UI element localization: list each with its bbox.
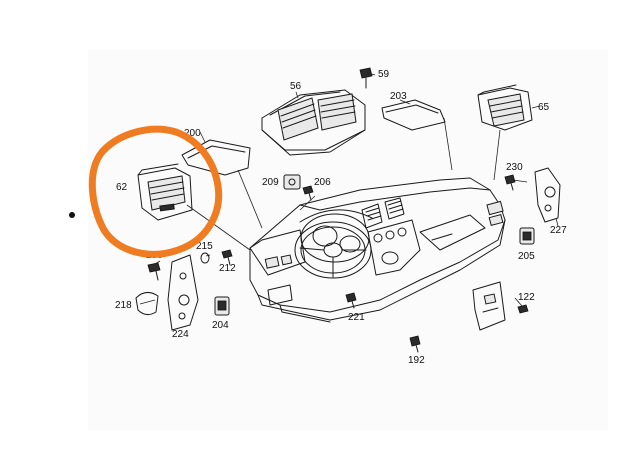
- clip-215: [200, 252, 210, 264]
- label-227: 227: [550, 225, 567, 236]
- part-labels: 56 59 203 65 200 62 209 206 230 227 230 …: [115, 69, 567, 366]
- module-122: [472, 281, 506, 331]
- cap-218: [135, 292, 159, 316]
- switch-205: [519, 227, 535, 245]
- label-215: 215: [196, 241, 213, 252]
- switch-204: [214, 296, 230, 316]
- label-209: 209: [262, 177, 279, 188]
- switch-209: [283, 174, 301, 190]
- screw-122: [517, 304, 529, 314]
- label-62: 62: [116, 182, 128, 193]
- screw-221: [345, 292, 357, 309]
- screw-212: [221, 249, 233, 266]
- leader-lines: [139, 72, 559, 307]
- label-192: 192: [408, 355, 425, 366]
- label-204: 204: [212, 320, 229, 331]
- screw-192: [409, 335, 421, 353]
- label-206: 206: [314, 177, 331, 188]
- cover-200: [181, 139, 251, 176]
- label-218: 218: [115, 300, 132, 311]
- center-vent-assembly: [261, 89, 366, 156]
- label-230-right: 230: [506, 162, 523, 173]
- bullet-dot: [69, 212, 75, 218]
- screw-230-right: [504, 174, 516, 191]
- label-200: 200: [184, 128, 201, 139]
- label-65: 65: [538, 102, 550, 113]
- label-221: 221: [348, 312, 365, 323]
- label-56: 56: [290, 81, 302, 92]
- label-203: 203: [390, 91, 407, 102]
- bracket-224: [167, 254, 199, 331]
- label-122: 122: [518, 292, 535, 303]
- highlight-circle: [88, 125, 223, 258]
- label-205: 205: [518, 251, 535, 262]
- left-vent-62: [137, 163, 193, 221]
- label-224: 224: [172, 329, 189, 340]
- screw-230-left: [147, 262, 161, 281]
- label-59: 59: [378, 69, 390, 80]
- dashboard-assembly: [249, 177, 506, 323]
- label-212: 212: [219, 263, 236, 274]
- right-vent-65: [477, 84, 533, 131]
- screw-206: [302, 185, 314, 201]
- screw-59: [359, 67, 373, 89]
- bracket-227: [534, 167, 561, 223]
